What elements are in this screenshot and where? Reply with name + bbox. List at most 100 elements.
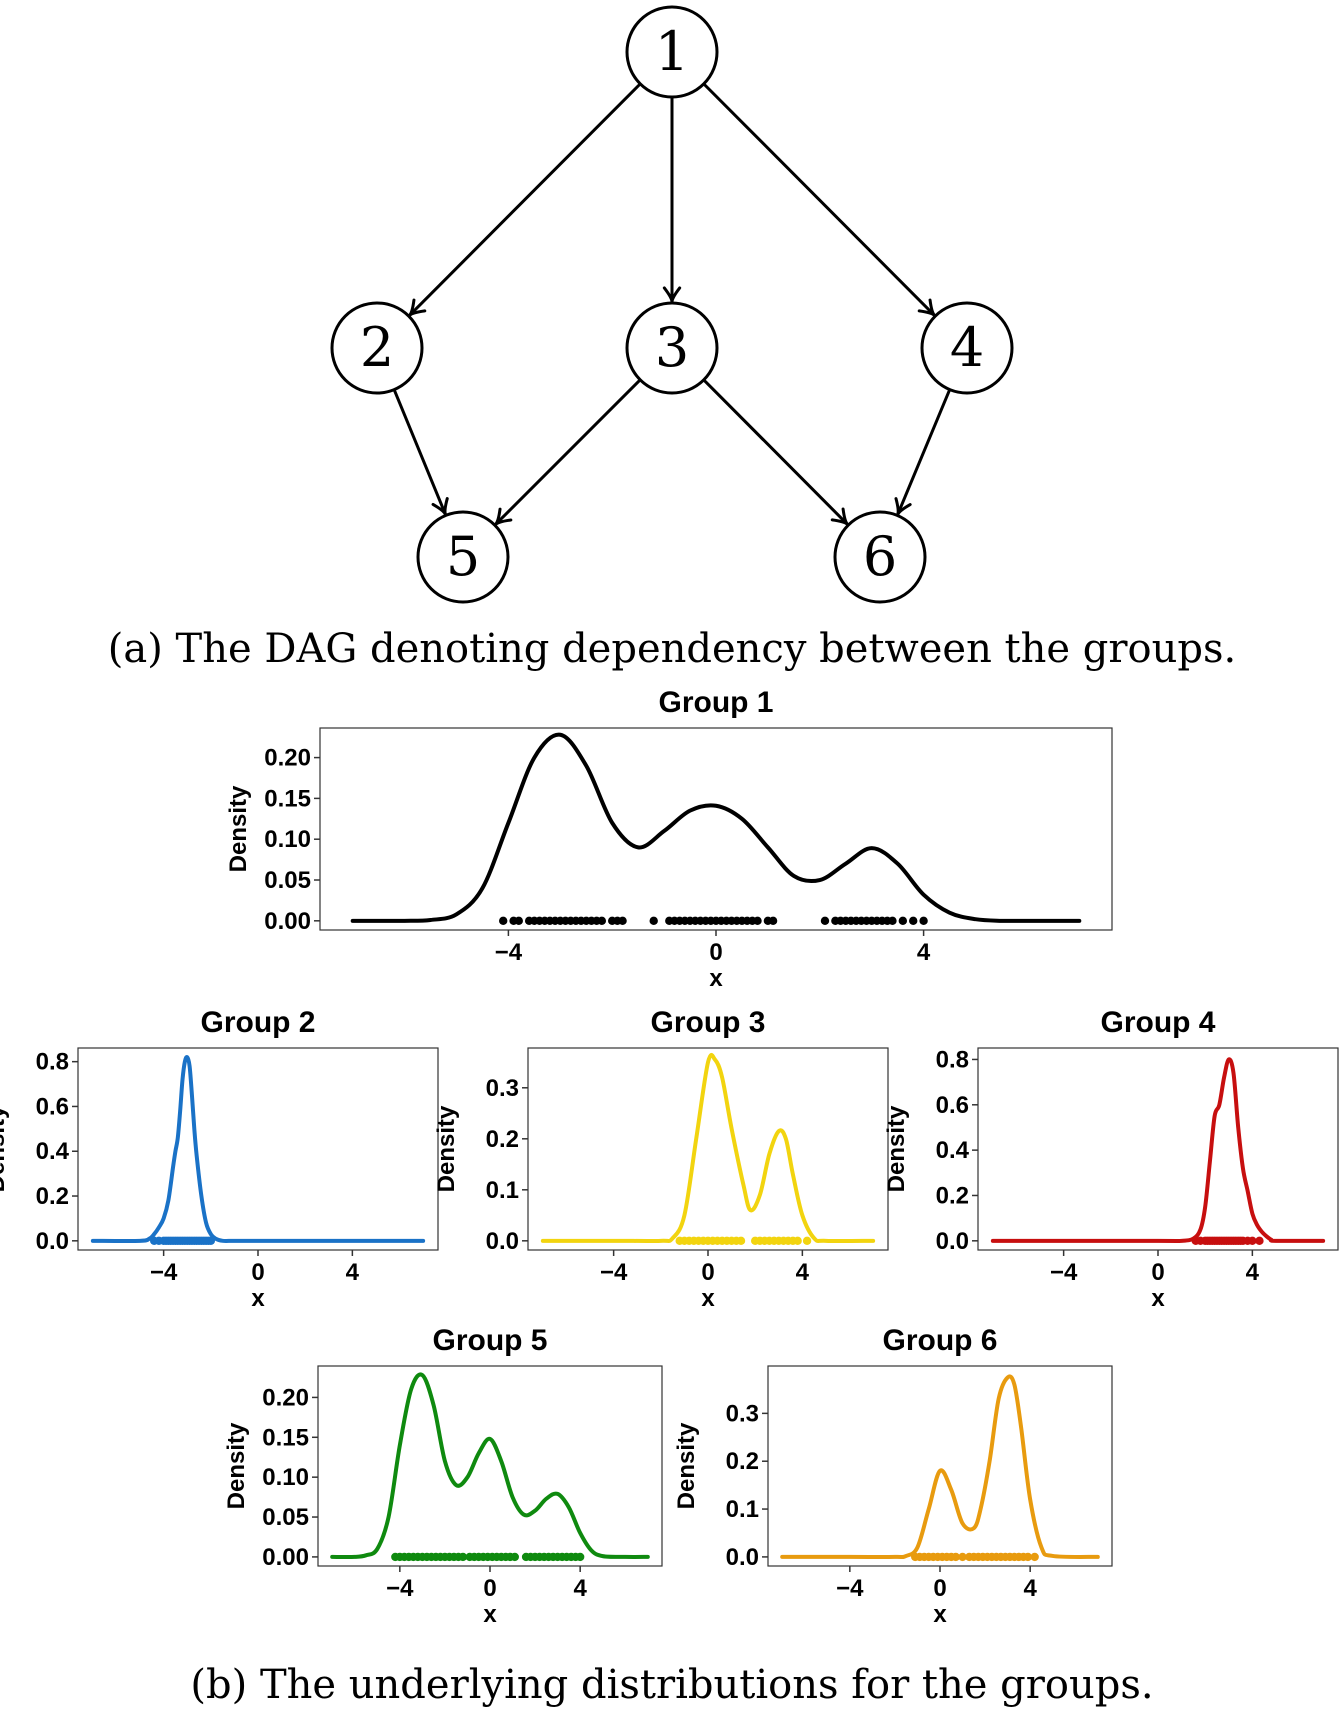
y-tick-label: 0.2 (486, 1126, 519, 1153)
dag-node-4: 4 (920, 301, 1014, 395)
y-tick-label: 0.15 (264, 785, 311, 812)
node-label: 1 (655, 20, 689, 83)
y-axis-title: Density (0, 1105, 10, 1192)
x-tick-label: −4 (836, 1575, 864, 1602)
caption-a: (a) The DAG denoting dependency between … (108, 626, 1236, 672)
y-tick-label: 0.3 (486, 1075, 519, 1102)
y-tick-label: 0.10 (262, 1464, 309, 1491)
rug-point (768, 916, 778, 926)
plot-panel (977, 1047, 1339, 1251)
dag-edge-1-3 (662, 97, 682, 304)
dag-edge-1-2 (407, 82, 642, 317)
y-tick-label: 0.20 (262, 1384, 309, 1411)
y-tick-label: 0.8 (36, 1049, 69, 1076)
rug-point (793, 1236, 802, 1246)
dag-edge-2-5 (392, 389, 449, 516)
y-tick-label: 0.4 (36, 1138, 70, 1165)
plot-panel (77, 1047, 439, 1251)
dag-edge-4-6 (894, 388, 952, 517)
y-tick-label: 0.20 (264, 745, 311, 772)
chart-title: Group 5 (432, 1324, 547, 1357)
rug-point (736, 1236, 746, 1246)
y-tick-label: 0.1 (486, 1177, 519, 1204)
node-label: 3 (655, 316, 689, 379)
x-axis-title: x (709, 965, 723, 992)
x-tick-label: 4 (1246, 1259, 1260, 1286)
y-tick-label: 0.0 (726, 1544, 759, 1571)
density-curve (350, 732, 1082, 923)
rug-point (1255, 1236, 1264, 1246)
y-tick-label: 0.00 (262, 1544, 309, 1571)
density-curve (780, 1374, 1100, 1559)
y-axis-title: Density (433, 1105, 460, 1192)
rug-point (1248, 1236, 1257, 1246)
x-tick-label: 0 (701, 1259, 714, 1286)
y-tick-label: 0.0 (36, 1228, 69, 1255)
x-axis-title: x (483, 1601, 497, 1628)
x-tick-label: −4 (1050, 1259, 1078, 1286)
x-axis-title: x (1151, 1285, 1165, 1312)
y-tick-label: 0.6 (936, 1092, 969, 1119)
x-tick-label: 4 (796, 1259, 810, 1286)
chart-title: Group 3 (650, 1006, 765, 1039)
dag-node-6: 6 (833, 510, 927, 604)
node-circle (330, 301, 424, 395)
rug-point (514, 916, 523, 926)
node-circle (625, 301, 719, 395)
plot-panel (527, 1047, 889, 1251)
density-curve (990, 1057, 1326, 1243)
plot-panel (317, 1365, 663, 1567)
node-circle (416, 510, 510, 604)
plot-panel (767, 1365, 1113, 1567)
y-tick-label: 0.2 (726, 1448, 759, 1475)
x-tick-label: −4 (150, 1259, 178, 1286)
rug-point (1030, 1552, 1039, 1562)
node-label: 4 (950, 316, 984, 379)
y-tick-label: 0.6 (36, 1093, 69, 1120)
caption-b: (b) The underlying distributions for the… (190, 1662, 1153, 1708)
rug-point (820, 916, 830, 926)
node-circle (833, 510, 927, 604)
x-tick-label: 0 (251, 1259, 264, 1286)
y-axis-title: Density (883, 1105, 910, 1192)
y-axis-title: Density (225, 785, 252, 872)
rug-point (510, 1552, 519, 1562)
chart-title: Group 1 (658, 686, 773, 719)
rug-point (898, 916, 908, 926)
x-tick-label: 4 (917, 939, 931, 966)
x-tick-label: 4 (1023, 1575, 1037, 1602)
density-curve (330, 1372, 650, 1560)
y-tick-label: 0.00 (264, 908, 311, 935)
rug-point (618, 916, 627, 926)
node-circle (920, 301, 1014, 395)
x-tick-label: −4 (600, 1259, 628, 1286)
rug-point (951, 1552, 960, 1562)
y-tick-label: 0.0 (486, 1228, 519, 1255)
dag-node-3: 3 (625, 301, 719, 395)
y-tick-label: 0.05 (264, 867, 311, 894)
x-tick-label: 0 (1151, 1259, 1164, 1286)
x-tick-label: 0 (933, 1575, 946, 1602)
rug-point (909, 916, 918, 926)
x-axis-title: x (251, 1285, 265, 1312)
dag-edge-3-6 (702, 378, 850, 526)
y-tick-label: 0.1 (726, 1496, 759, 1523)
dag-edge-1-4 (702, 82, 937, 317)
rug-point (958, 1552, 967, 1562)
x-tick-label: 4 (573, 1575, 587, 1602)
node-circle (625, 5, 719, 99)
y-tick-label: 0.2 (36, 1183, 69, 1210)
x-tick-label: 0 (483, 1575, 496, 1602)
dag-node-5: 5 (416, 510, 510, 604)
rug-point (499, 916, 508, 926)
x-tick-label: 0 (709, 939, 722, 966)
chart-title: Group 4 (1100, 1006, 1215, 1039)
dag-edge-3-5 (494, 378, 642, 526)
